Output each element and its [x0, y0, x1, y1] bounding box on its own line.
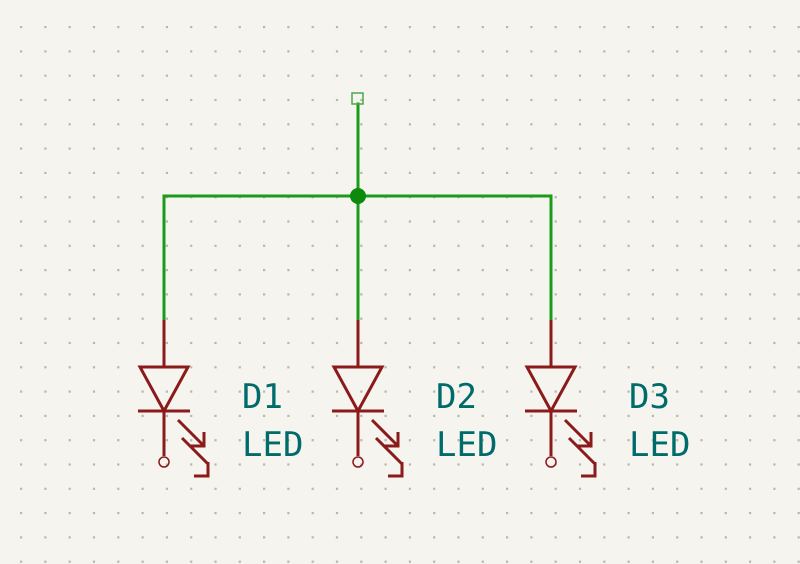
led-icon [524, 320, 597, 478]
led-icon [331, 320, 404, 478]
net-wires[interactable] [162, 102, 553, 322]
component-value[interactable]: LED [242, 425, 303, 465]
component-value[interactable]: LED [436, 425, 497, 465]
junction-dot [350, 188, 366, 204]
component-designator[interactable]: D1 [242, 377, 283, 417]
unconnected-pin-marker[interactable] [351, 92, 364, 105]
led-icon [137, 320, 210, 478]
component-designator[interactable]: D2 [436, 377, 477, 417]
grid-dots [20, 26, 800, 563]
component-value[interactable]: LED [629, 425, 690, 465]
component-designator[interactable]: D3 [629, 377, 670, 417]
